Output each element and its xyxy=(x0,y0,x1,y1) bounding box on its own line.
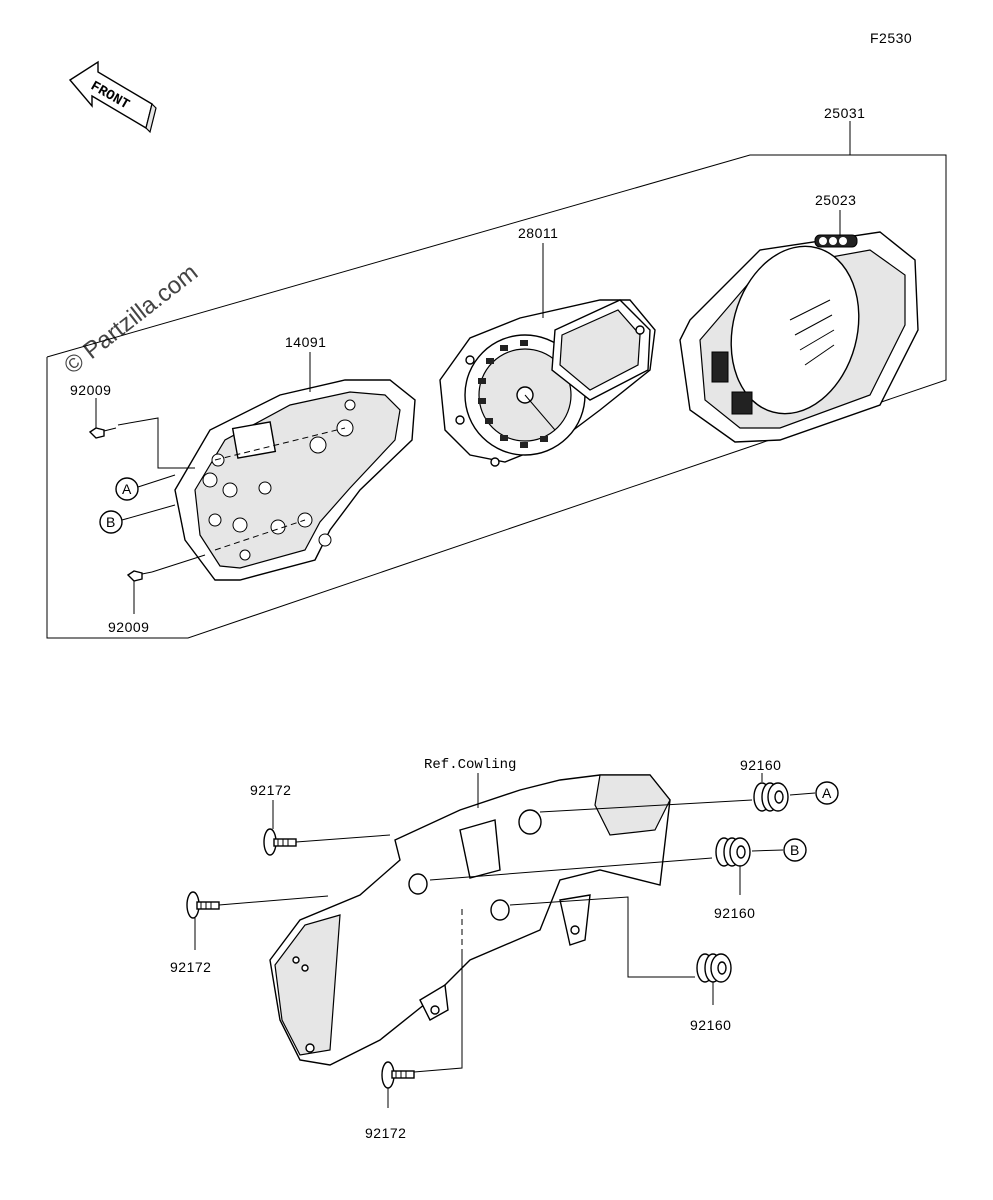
callout-b-top: B xyxy=(99,510,123,534)
label-92172-mid: 92172 xyxy=(170,959,211,975)
callout-a-bottom-text: A xyxy=(822,785,832,801)
callout-b-bottom-text: B xyxy=(790,842,800,858)
label-92009-bottom: 92009 xyxy=(108,619,149,635)
bolt-icon-bottom xyxy=(381,1061,415,1089)
callout-a-top-text: A xyxy=(122,481,132,497)
screw-icon-bottom xyxy=(126,570,153,582)
screw-icon-top xyxy=(88,427,117,439)
label-92172-top: 92172 xyxy=(250,782,291,798)
ref-cowling-note: Ref.Cowling xyxy=(424,757,516,773)
grommet-icon-b xyxy=(715,837,751,867)
label-25031: 25031 xyxy=(824,105,865,121)
label-92009-top: 92009 xyxy=(70,382,111,398)
callout-a-top: A xyxy=(115,477,139,501)
label-92160-c: 92160 xyxy=(690,1017,731,1033)
meter-bracket xyxy=(269,774,671,1066)
front-arrow-icon: FRONT xyxy=(68,60,157,134)
meter-unit xyxy=(439,299,656,467)
callout-b-top-text: B xyxy=(106,514,116,530)
label-92160-a: 92160 xyxy=(740,757,781,773)
callout-a-bottom: A xyxy=(815,781,839,805)
assembly-frame xyxy=(46,121,947,639)
grommet-icon-a xyxy=(753,782,789,812)
meter-case xyxy=(679,231,919,443)
meter-cover xyxy=(174,379,416,581)
watermark: © Partzilla.com xyxy=(59,259,203,380)
label-92172-bottom: 92172 xyxy=(365,1125,406,1141)
grommet-icon-c xyxy=(696,953,732,983)
callout-b-bottom: B xyxy=(783,838,807,862)
bolt-icon-top xyxy=(263,828,297,856)
label-14091: 14091 xyxy=(285,334,326,350)
label-25023: 25023 xyxy=(815,192,856,208)
bolt-icon-mid xyxy=(186,891,220,919)
label-28011: 28011 xyxy=(518,225,558,241)
figure-code: F2530 xyxy=(870,30,912,46)
label-92160-b: 92160 xyxy=(714,905,755,921)
